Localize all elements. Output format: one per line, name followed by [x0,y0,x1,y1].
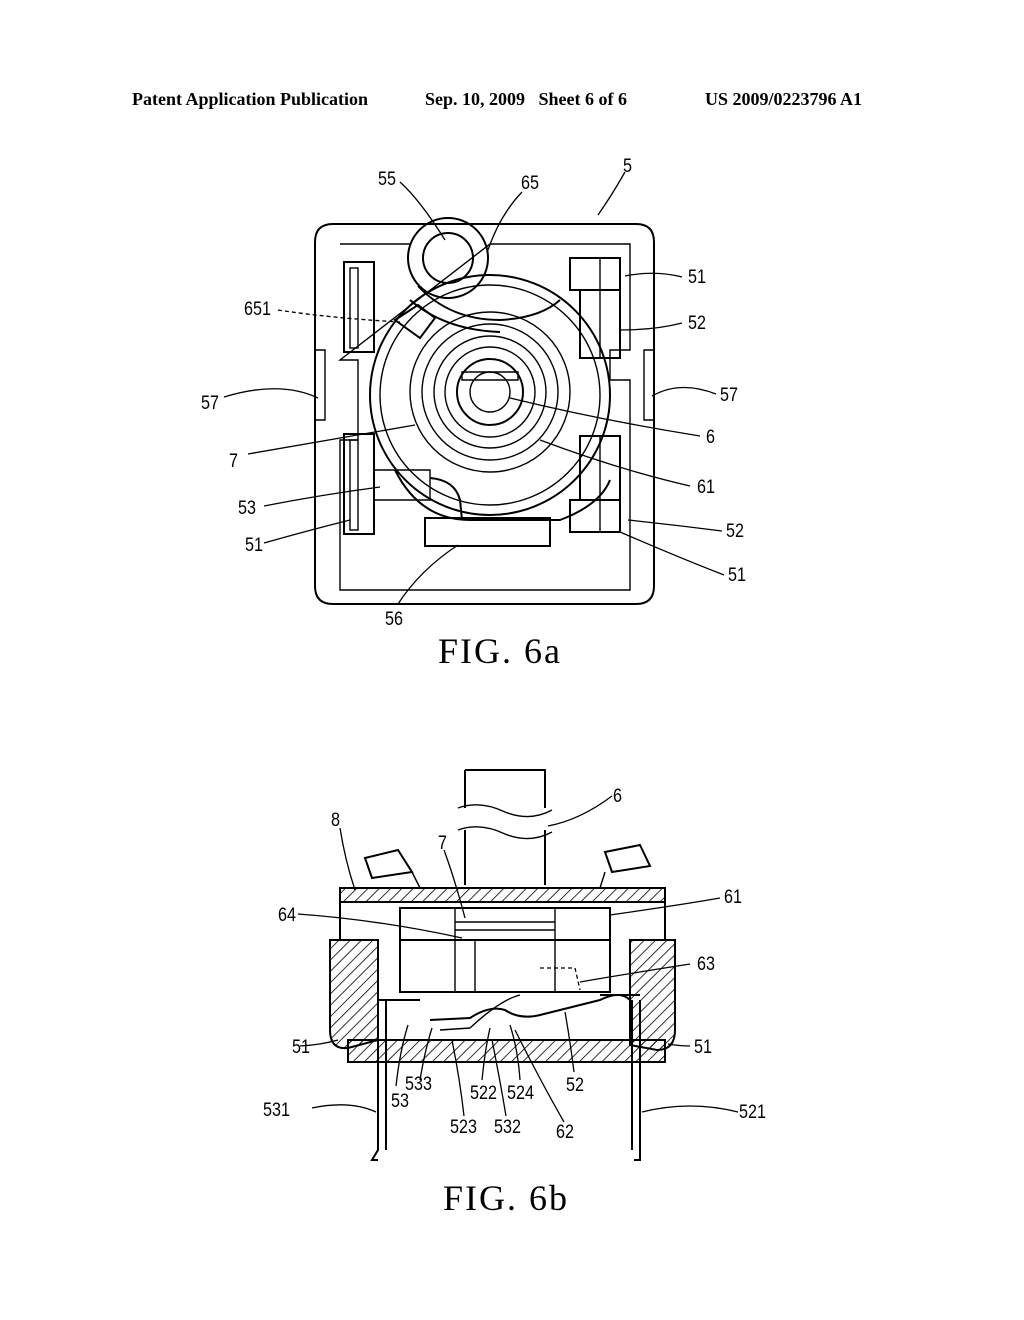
ref-label-51: 51 [292,1037,310,1058]
ref-label-522: 522 [470,1083,497,1104]
ref-label-5: 5 [623,156,632,177]
ref-label-53: 53 [238,498,256,519]
ref-label-64: 64 [278,905,296,926]
ref-label-651: 651 [244,299,271,320]
ref-label-62: 62 [556,1122,574,1143]
ref-label-51: 51 [728,565,746,586]
ref-label-523: 523 [450,1117,477,1138]
ref-label-52: 52 [726,521,744,542]
ref-label-52: 52 [566,1075,584,1096]
ref-label-63: 63 [697,954,715,975]
publication-number: US 2009/0223796 A1 [705,89,863,109]
ref-label-55: 55 [378,169,396,190]
ref-label-533: 533 [405,1074,432,1095]
ref-label-8: 8 [331,810,340,831]
ref-label-61: 61 [697,477,715,498]
ref-label-53: 53 [391,1091,409,1112]
ref-label-57: 57 [720,385,738,406]
ref-label-6: 6 [613,786,622,807]
ref-label-532: 532 [494,1117,521,1138]
ref-label-65: 65 [521,173,539,194]
ref-label-7: 7 [438,833,447,854]
ref-label-521: 521 [739,1102,766,1123]
ref-label-6: 6 [706,427,715,448]
ref-label-51: 51 [694,1037,712,1058]
ref-label-52: 52 [688,313,706,334]
publication-date-sheet: Sep. 10, 2009 Sheet 6 of 6 [425,89,627,109]
figure-caption-6a: FIG. 6a [438,631,562,671]
ref-label-56: 56 [385,609,403,630]
figure-6a-drawing [223,171,725,605]
ref-label-7: 7 [229,451,238,472]
ref-label-531: 531 [263,1100,290,1121]
ref-label-57: 57 [201,393,219,414]
publication-title: Patent Application Publication [132,89,369,109]
ref-label-51: 51 [245,535,263,556]
ref-label-524: 524 [507,1083,534,1104]
figure-caption-6b: FIG. 6b [443,1178,570,1218]
ref-label-61: 61 [724,887,742,908]
ref-label-51: 51 [688,267,706,288]
